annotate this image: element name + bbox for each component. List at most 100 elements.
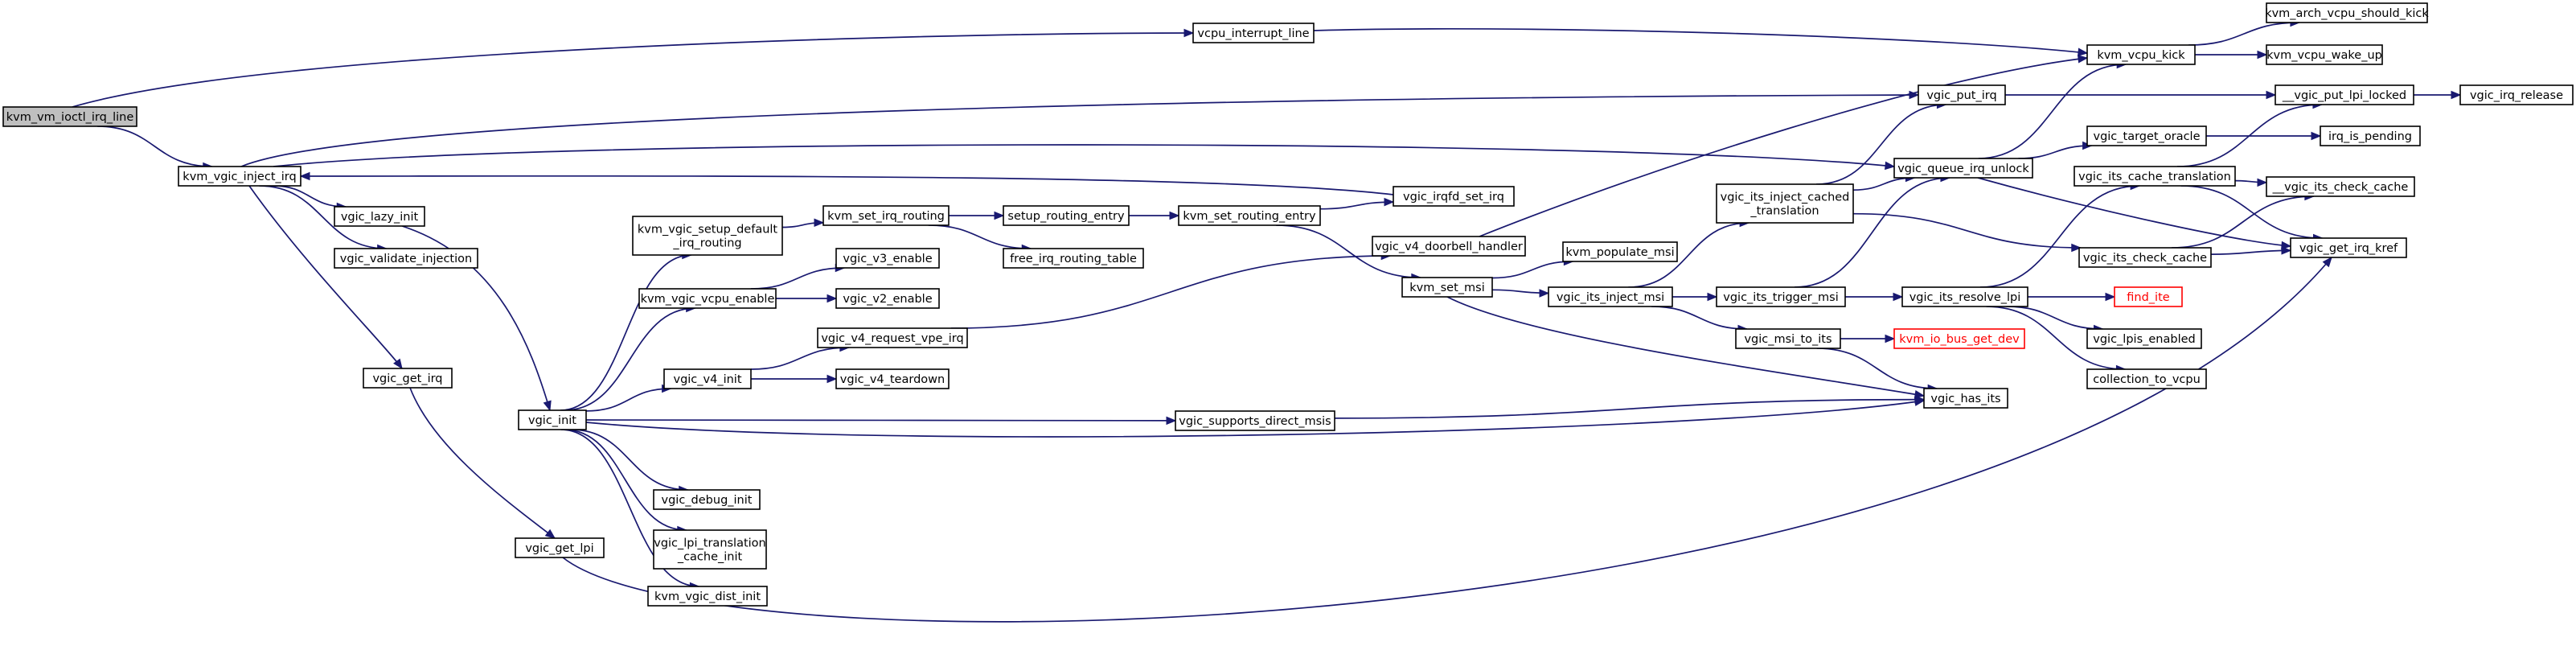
node-label: collection_to_vcpu (2093, 373, 2201, 386)
node-box (2320, 125, 2421, 146)
node-vgic-lpis-enabled[interactable]: vgic_lpis_enabled (2086, 328, 2202, 349)
node-kvm-set-msi[interactable]: kvm_set_msi (1401, 277, 1493, 298)
arrowhead-icon (827, 374, 838, 384)
node-box (334, 248, 478, 269)
call-edge (2005, 90, 2277, 100)
node-label: kvm_vgic_dist_init (654, 590, 761, 603)
call-edge-line (2210, 249, 2291, 255)
node-vgic-its-cache-translation[interactable]: vgic_its_cache_translation (2074, 166, 2236, 187)
arrowhead-icon (393, 358, 403, 370)
node-kvm-populate-msi[interactable]: kvm_populate_msi (1562, 241, 1678, 262)
call-edge-line (300, 175, 1394, 195)
node-label: vgic_put_irq (1926, 89, 1996, 102)
call-edge-line (1651, 306, 1748, 330)
node-kvm-arch-vcpu-should-kick[interactable]: kvm_arch_vcpu_should_kick (2265, 2, 2429, 23)
node-vgic-v4-teardown[interactable]: vgic_v4_teardown (835, 368, 950, 389)
node-vgic-target-oracle[interactable]: vgic_target_oracle (2086, 125, 2207, 146)
call-edge-line (248, 185, 403, 369)
node-vgic-has-its[interactable]: vgic_has_its (1923, 388, 2008, 409)
call-edge (248, 185, 403, 370)
node-kvm-vgic-dist-init[interactable]: kvm_vgic_dist_init (647, 586, 768, 607)
node-kvm-vcpu-wake-up[interactable]: kvm_vcpu_wake_up (2266, 44, 2383, 65)
node-vgic-v4-request-vpe-irq[interactable]: vgic_v4_request_vpe_irq (817, 327, 968, 348)
node-label: vgic_get_lpi (525, 542, 593, 555)
node-label: kvm_vgic_inject_irq (183, 171, 296, 183)
node-kvm-set-routing-entry[interactable]: kvm_set_routing_entry (1178, 205, 1321, 226)
node-box (1372, 236, 1526, 257)
node-kvm-io-bus-get-dev[interactable]: kvm_io_bus_get_dev (1893, 328, 2025, 349)
node-vgic-get-irq[interactable]: vgic_get_irq (363, 368, 453, 389)
node-setup-routing-entry[interactable]: setup_routing_entry (1003, 205, 1130, 226)
node-vgic-its-inject-cached-translation[interactable]: vgic_its_inject_cached_translation (1716, 183, 1854, 224)
node-vgic-its-check-cache[interactable]: vgic_its_check_cache (2078, 247, 2212, 268)
node-box (1562, 241, 1678, 262)
call-edge-line (2018, 145, 2092, 159)
node-vgic-irq-release[interactable]: vgic_irq_release (2459, 84, 2574, 105)
node-vgic-lpi-translation-cache-init[interactable]: vgic_lpi_translation_cache_init (653, 529, 767, 570)
node-box (653, 529, 767, 570)
node-vgic-v4-init[interactable]: vgic_v4_init (663, 368, 752, 389)
call-edge (1845, 292, 1904, 302)
call-edge-line (1978, 64, 2127, 159)
node-vgic-supports-direct-msis[interactable]: vgic_supports_direct_msis (1175, 410, 1335, 431)
node-box (1716, 183, 1854, 224)
node-vgic-validate-injection[interactable]: vgic_validate_injection (334, 248, 478, 269)
node-box (2074, 166, 2236, 187)
node-kvm-vgic-vcpu-enable[interactable]: kvm_vgic_vcpu_enable (638, 288, 777, 309)
node-collection-to-vcpu[interactable]: collection_to_vcpu (2086, 368, 2207, 389)
node-box (2266, 176, 2415, 197)
arrowhead-icon (994, 211, 1005, 220)
node-vgic-lazy-init[interactable]: vgic_lazy_init (334, 206, 425, 227)
node-vgic-put-lpi-locked[interactable]: __vgic_put_lpi_locked (2275, 84, 2414, 105)
node-vgic-v2-enable[interactable]: vgic_v2_enable (835, 288, 940, 309)
call-edge-line (1313, 27, 2088, 54)
node-label: vgic_validate_injection (340, 253, 472, 265)
node-box (2275, 84, 2414, 105)
node-label: _translation (1749, 205, 1819, 218)
call-edge-line (571, 429, 688, 491)
call-edge (2234, 178, 2268, 187)
node-kvm-vm-ioctl-irq-line[interactable]: kvm_vm_ioctl_irq_line (2, 106, 137, 127)
node-kvm-set-irq-routing[interactable]: kvm_set_irq_routing (822, 205, 950, 226)
call-edge-line (1334, 398, 1925, 419)
node-vgic-its-resolve-lpi[interactable]: vgic_its_resolve_lpi (1901, 286, 2028, 307)
call-edge-line (750, 347, 849, 370)
node-vcpu-interrupt-line[interactable]: vcpu_interrupt_line (1192, 23, 1315, 43)
node-vgic-queue-irq-unlock[interactable]: vgic_queue_irq_unlock (1893, 158, 2033, 179)
arrowhead-icon (2281, 241, 2292, 250)
node-vgic-debug-init[interactable]: vgic_debug_init (653, 489, 761, 510)
node-vgic-init[interactable]: vgic_init (518, 409, 587, 430)
node-label: vgic_init (528, 414, 576, 427)
node-free-irq-routing-table[interactable]: free_irq_routing_table (1003, 248, 1144, 269)
node-kvm-vgic-setup-default-irq-routing[interactable]: kvm_vgic_setup_default_irq_routing (632, 216, 783, 256)
call-edge (2028, 292, 2116, 302)
node-vgic-irqfd-set-irq[interactable]: vgic_irqfd_set_irq (1393, 186, 1515, 207)
call-edge (585, 416, 1177, 426)
arrowhead-icon (1183, 28, 1195, 38)
call-edge-line (1816, 104, 1946, 185)
arrowhead-icon (1169, 211, 1180, 220)
call-edge-line (1794, 177, 1950, 288)
node-kvm-vgic-inject-irq[interactable]: kvm_vgic_inject_irq (178, 166, 301, 187)
node-irq-is-pending[interactable]: irq_is_pending (2320, 125, 2421, 146)
call-edge (1446, 296, 1926, 399)
node-vgic-msi-to-its[interactable]: vgic_msi_to_its (1735, 328, 1841, 349)
node-label: vcpu_interrupt_line (1197, 27, 1309, 40)
node-find-ite[interactable]: find_ite (2114, 286, 2183, 307)
node-vgic-its-check-cache[interactable]: __vgic_its_check_cache (2266, 176, 2415, 197)
call-edge-line (585, 419, 1176, 422)
node-vgic-v3-enable[interactable]: vgic_v3_enable (835, 248, 940, 269)
node-vgic-get-lpi[interactable]: vgic_get_lpi (515, 537, 605, 558)
call-edge (2206, 131, 2322, 141)
node-vgic-its-trigger-msi[interactable]: vgic_its_trigger_msi (1716, 286, 1846, 307)
node-vgic-v4-doorbell-handler[interactable]: vgic_v4_doorbell_handler (1372, 236, 1526, 257)
call-edge-line (950, 255, 1391, 329)
node-vgic-put-irq[interactable]: vgic_put_irq (1918, 84, 2006, 105)
call-edge (775, 294, 838, 303)
call-edge (562, 256, 2332, 623)
node-kvm-vcpu-kick[interactable]: kvm_vcpu_kick (2086, 44, 2196, 65)
node-vgic-get-irq-kref[interactable]: vgic_get_irq_kref (2290, 237, 2407, 258)
arrowhead-icon (1914, 395, 1926, 404)
arrowhead-icon (814, 218, 825, 228)
node-vgic-its-inject-msi[interactable]: vgic_its_inject_msi (1548, 286, 1673, 307)
